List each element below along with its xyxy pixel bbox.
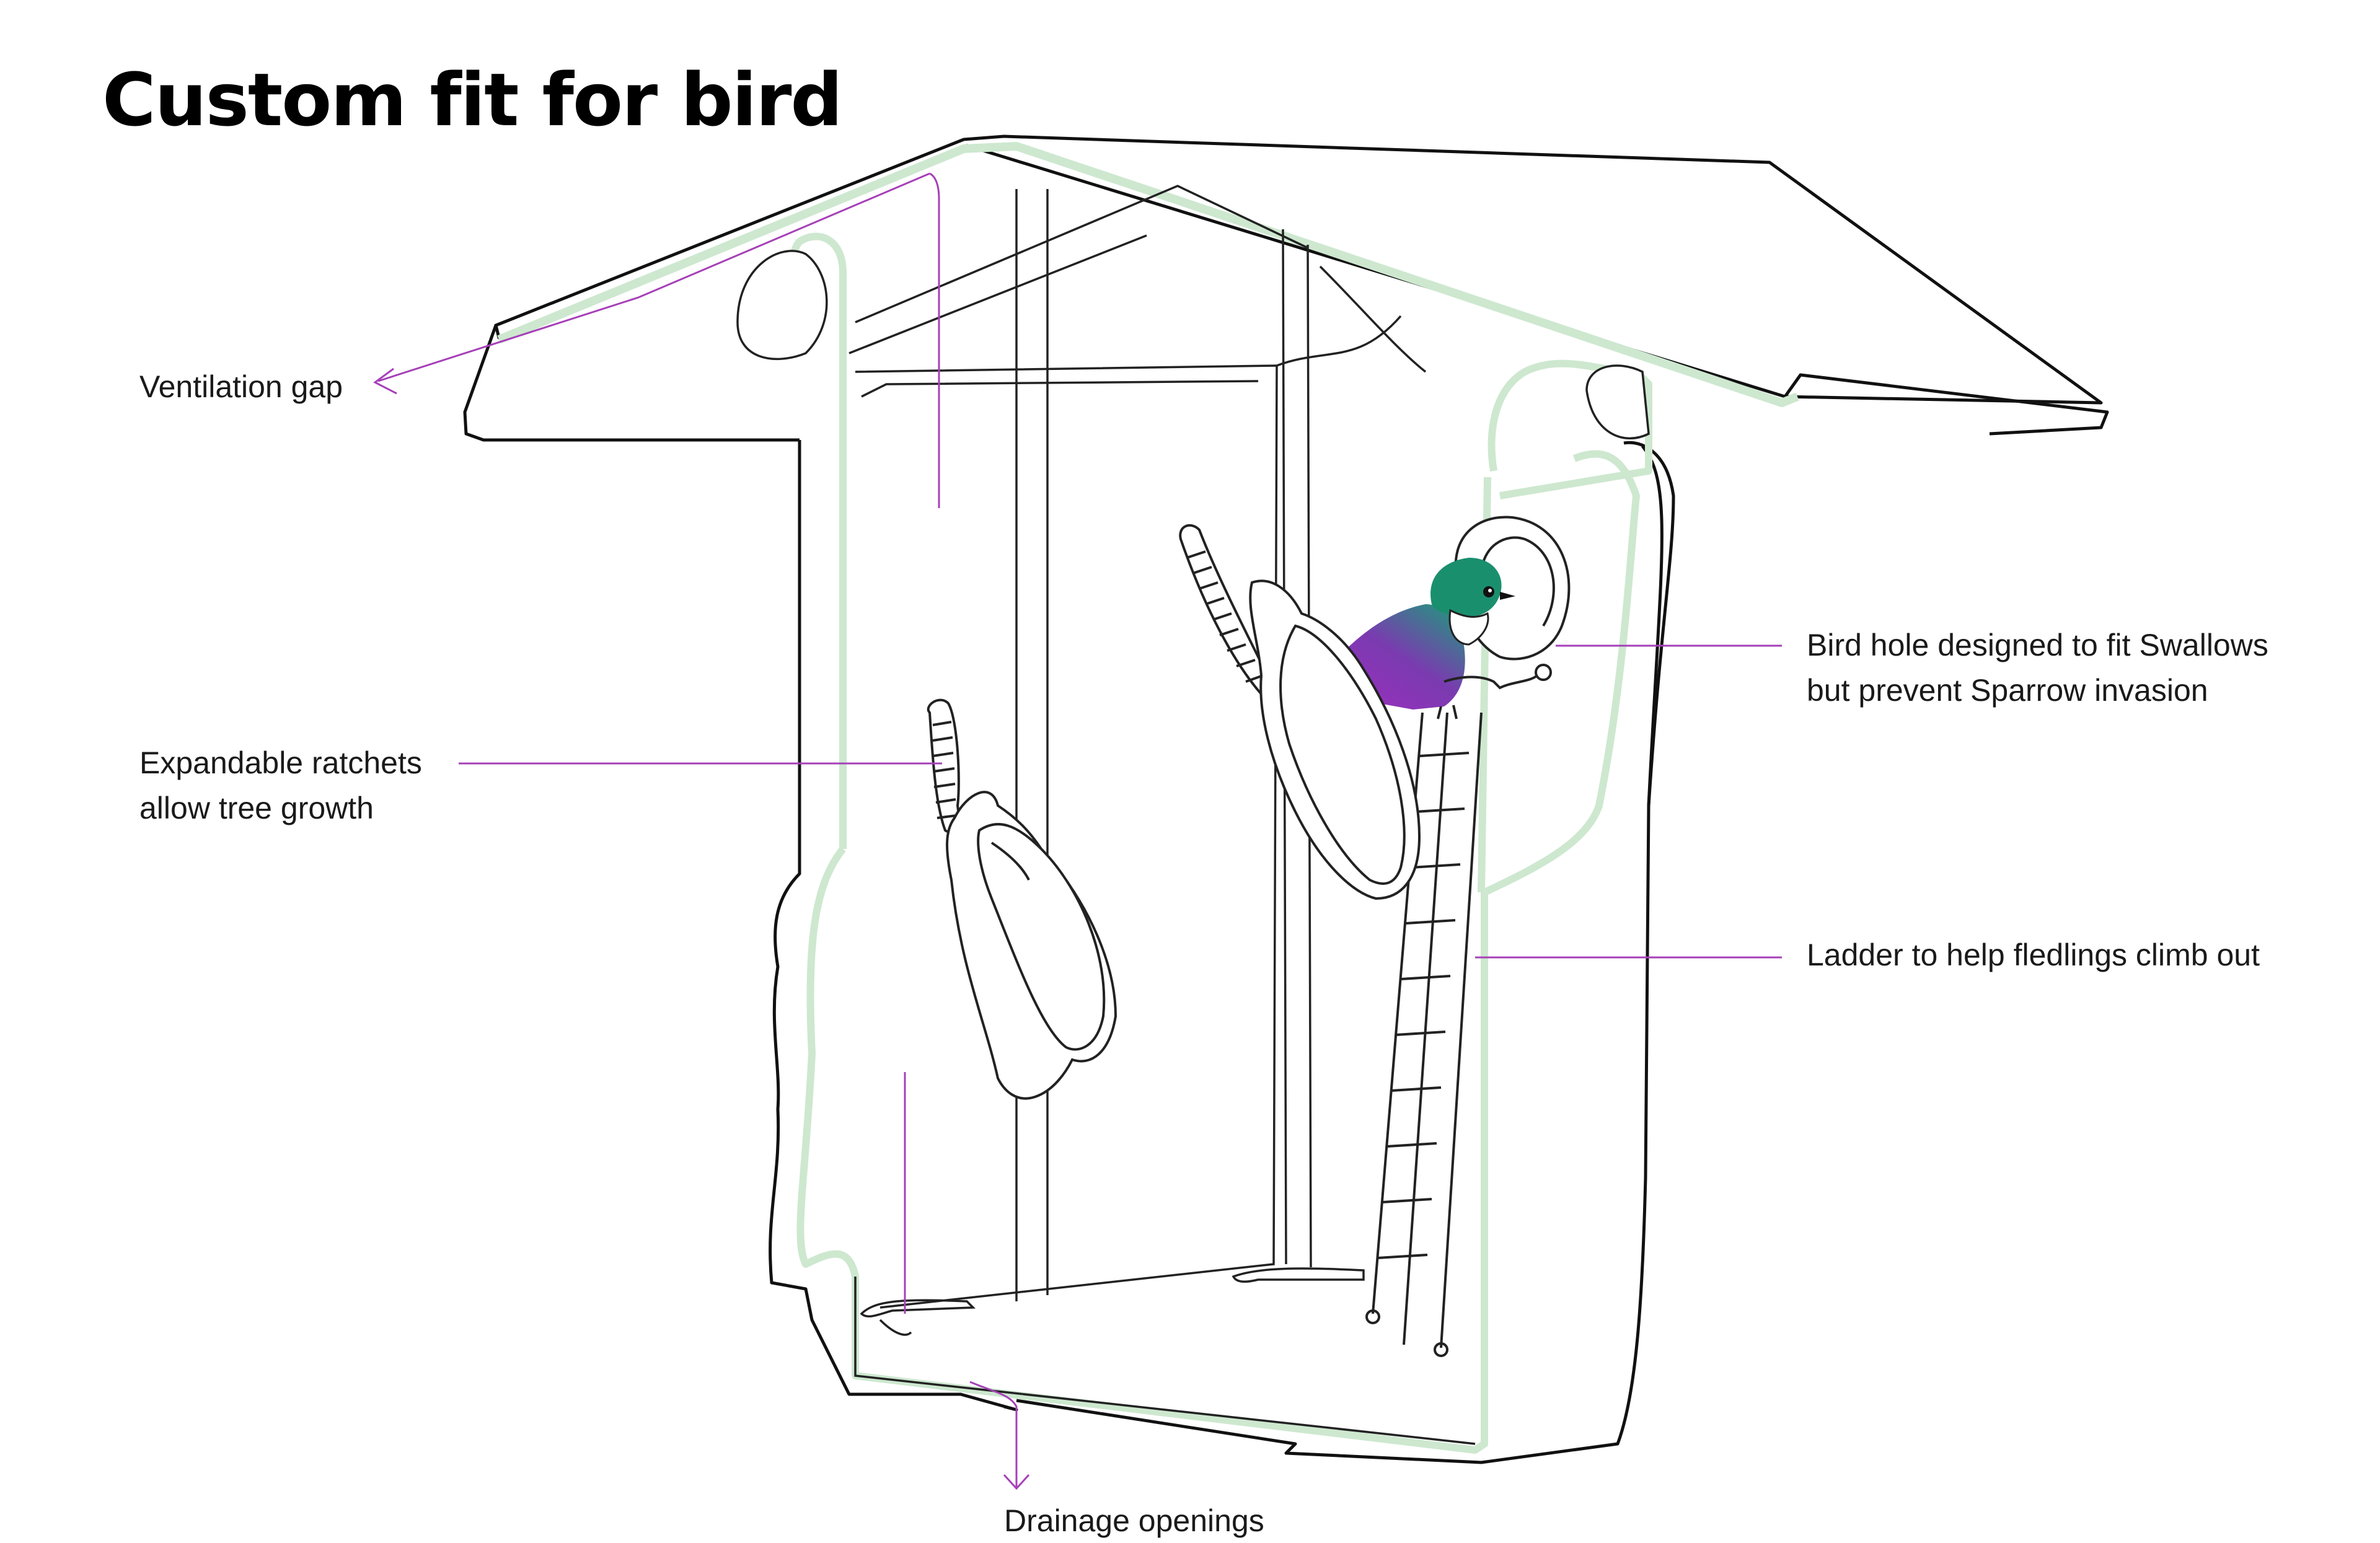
ventilation-tube [736, 250, 828, 361]
ventilation-gap-label: Ventilation gap [139, 369, 343, 404]
bird-hole-label-line2: but prevent Sparrow invasion [1807, 673, 2208, 708]
interior-walls [848, 185, 1427, 1309]
drainage-openings-label: Drainage openings [1004, 1503, 1264, 1538]
box-body [769, 440, 1675, 1464]
leader-lines [373, 172, 1782, 1490]
page-title: Custom fit for bird [102, 57, 843, 143]
bird-hole-label-line1: Bird hole designed to fit Swallows [1807, 628, 2268, 662]
ratchet-strap-icon [927, 698, 1117, 1100]
roof [463, 134, 2109, 442]
ratchets-label-line1: Expandable ratchets [139, 745, 422, 780]
ratchets-label-line2: allow tree growth [139, 791, 374, 825]
roof-section-highlight [497, 142, 1799, 407]
cut-section-highlight [789, 232, 1652, 1454]
vent-tube-right [1585, 364, 1650, 439]
ladder-label: Ladder to help fledlings climb out [1807, 938, 2260, 972]
drainage-openings [854, 1267, 1476, 1445]
ventilation-leader [929, 172, 940, 508]
ratchet-strap-right [1179, 524, 1421, 900]
